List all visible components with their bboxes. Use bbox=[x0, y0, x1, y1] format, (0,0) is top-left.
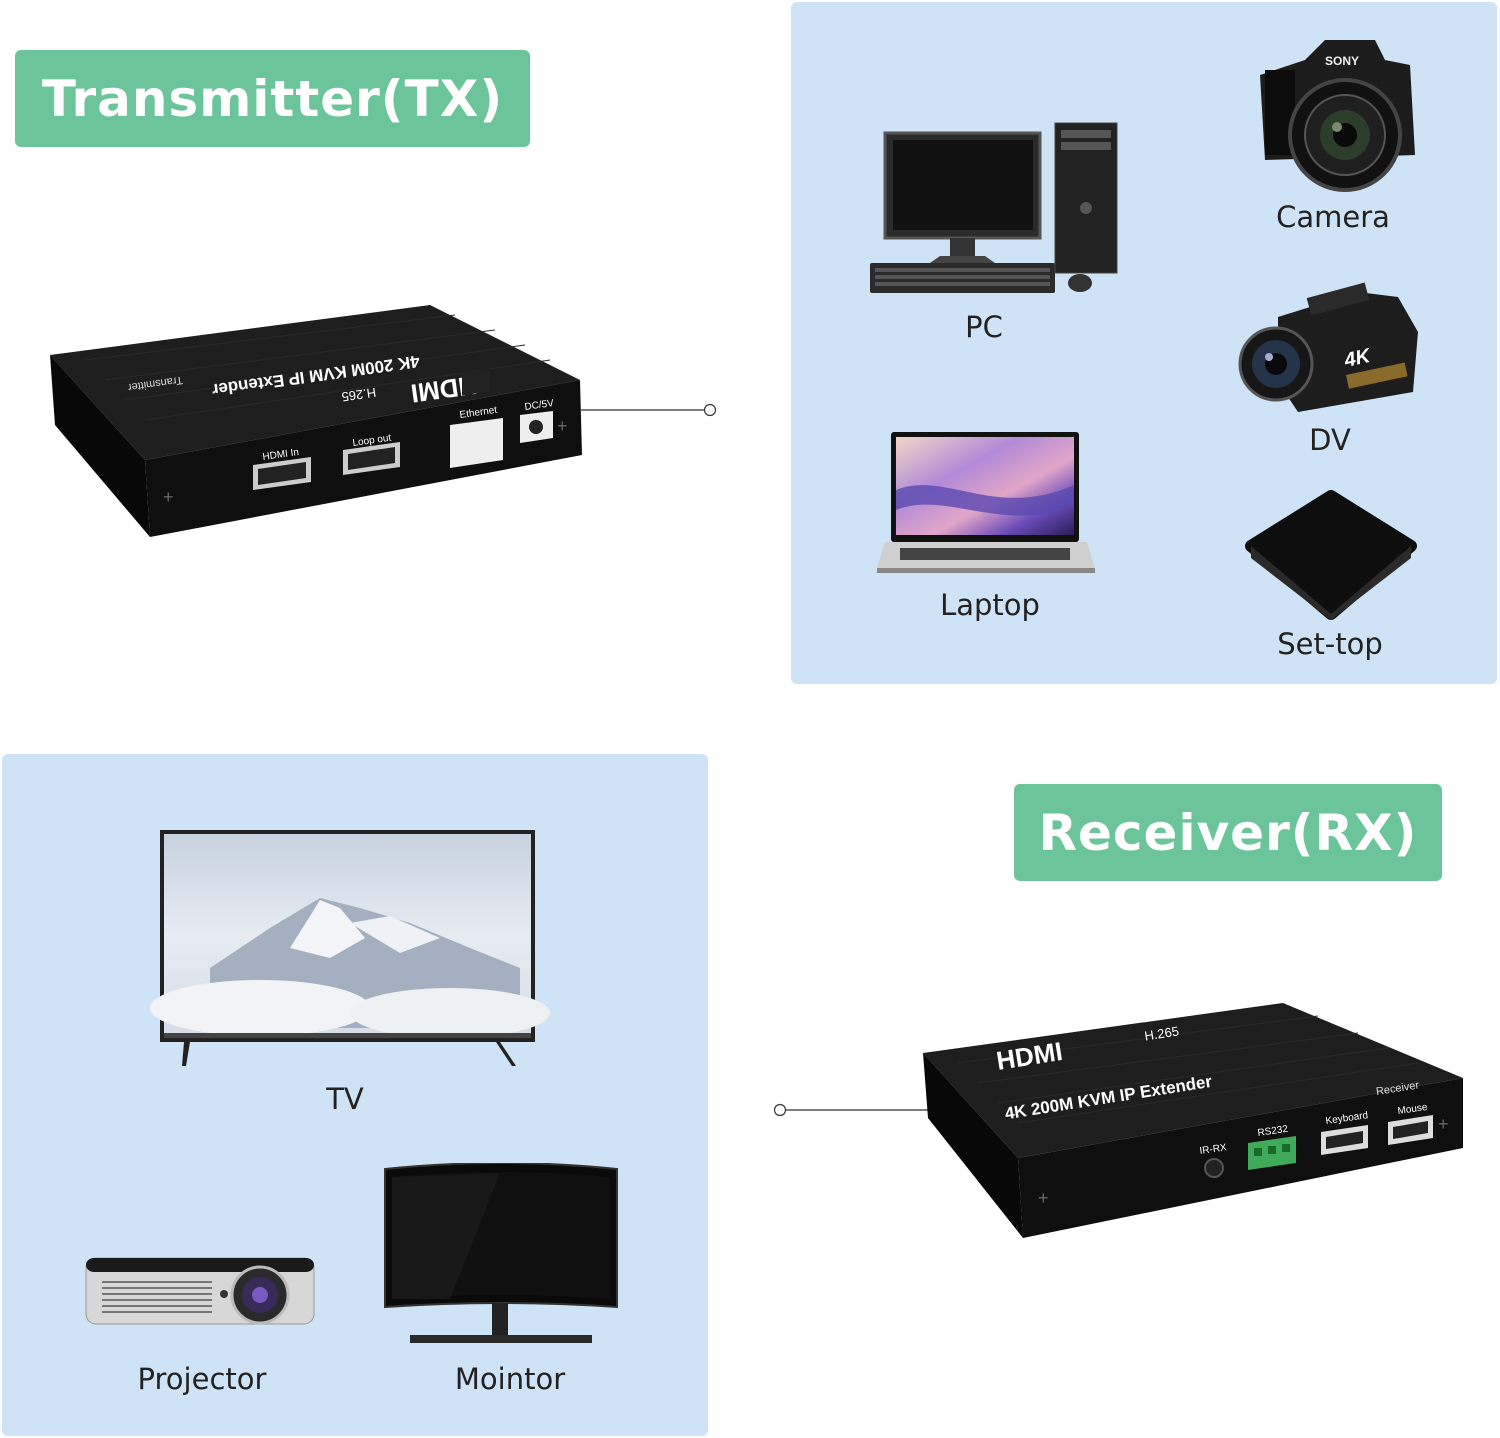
ir-rx-label: IR-RX bbox=[1199, 1142, 1228, 1157]
source-label-dv: DV bbox=[1309, 423, 1351, 457]
svg-text:+: + bbox=[1038, 1188, 1049, 1208]
transmitter-title: Transmitter(TX) bbox=[41, 69, 504, 128]
hdmi-in-port: HDMI In bbox=[253, 447, 311, 490]
curved-monitor-icon bbox=[384, 1163, 618, 1343]
desktop-pc-icon bbox=[870, 122, 1118, 293]
set-top-box-icon bbox=[1245, 490, 1417, 620]
receiver-title: Receiver(RX) bbox=[1038, 803, 1418, 862]
svg-text:+: + bbox=[163, 487, 174, 507]
svg-text:+: + bbox=[557, 416, 568, 436]
source-label-set-top: Set-top bbox=[1277, 627, 1383, 661]
loop-out-port: Loop out bbox=[343, 433, 400, 475]
dslr-camera-icon: SONY bbox=[1260, 40, 1415, 192]
receiver-device: HDMI H.265 4K 200M KVM IP Extender Recei… bbox=[923, 1003, 1463, 1238]
transmitter-title-badge: Transmitter(TX) bbox=[15, 50, 530, 147]
source-label-laptop: Laptop bbox=[940, 588, 1040, 622]
display-label-tv: TV bbox=[326, 1082, 364, 1116]
loop-out-label: Loop out bbox=[352, 433, 392, 449]
dc-power-port: DC/5V bbox=[520, 398, 555, 443]
camcorder-icon: 4K bbox=[1238, 282, 1418, 412]
ir-rx-port: IR-RX bbox=[1199, 1142, 1228, 1178]
transmitter-connector-line bbox=[580, 403, 717, 417]
source-label-camera: Camera bbox=[1276, 200, 1390, 234]
transmitter-codec-text: H.265 bbox=[341, 385, 377, 405]
receiver-connector-line bbox=[773, 1103, 930, 1117]
ethernet-label: Ethernet bbox=[459, 405, 498, 421]
mouse-usb-port: Mouse bbox=[1388, 1102, 1433, 1145]
svg-text:+: + bbox=[1438, 1114, 1449, 1134]
display-label-monitor: Mointor bbox=[454, 1362, 566, 1396]
receiver-title-badge: Receiver(RX) bbox=[1014, 784, 1442, 881]
ethernet-port: Ethernet bbox=[450, 367, 503, 468]
keyboard-usb-port: Keyboard bbox=[1321, 1110, 1369, 1155]
source-label-pc: PC bbox=[965, 310, 1003, 344]
receiver-codec-text: H.265 bbox=[1143, 1023, 1180, 1043]
transmitter-device: 4K 200M KVM IP Extender H.265 HDMI Trans… bbox=[50, 305, 582, 537]
laptop-icon bbox=[877, 432, 1095, 573]
rs232-label: RS232 bbox=[1257, 1124, 1289, 1139]
mouse-label: Mouse bbox=[1397, 1102, 1429, 1117]
hdmi-in-label: HDMI In bbox=[262, 447, 300, 463]
display-label-projector: Projector bbox=[137, 1362, 267, 1396]
rs232-port: RS232 bbox=[1248, 1124, 1296, 1170]
projector-icon bbox=[85, 1257, 315, 1325]
tv-icon bbox=[150, 830, 550, 1066]
camera-brand: SONY bbox=[1325, 54, 1359, 68]
dc-label: DC/5V bbox=[524, 398, 555, 413]
